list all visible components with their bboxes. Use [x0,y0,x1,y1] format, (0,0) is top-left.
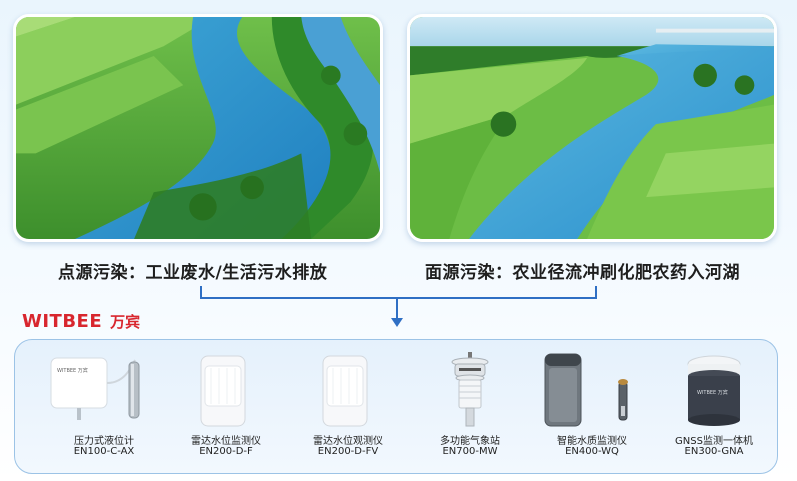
product-card[interactable]: WITBEE 万宾 GNSS监测一体机 EN300-GNA [649,340,779,475]
radar-level-observer-image [322,355,368,427]
farmland-river-image [410,17,774,239]
product-name: 雷达水位监测仪 [191,436,261,447]
gnss-monitor-image: WITBEE 万宾 [687,355,741,426]
down-arrow-icon [391,318,403,327]
product-name: GNSS监测一体机 [675,436,753,447]
product-name: 智能水质监测仪 [557,436,627,447]
nonpoint-source-photo [407,14,777,242]
product-card[interactable]: 雷达水位观测仪 EN200-D-FV [283,340,413,475]
product-model: EN200-D-FV [317,446,379,457]
nonpoint-source-caption: 面源污染：农业径流冲刷化肥农药入河湖 [425,263,740,283]
radar-level-monitor-image [200,355,246,427]
brand-logo: WITBEE 万宾 [22,311,140,332]
weather-station-image [451,352,489,427]
brand-name-cn: 万宾 [110,313,141,331]
product-model: EN300-GNA [684,446,744,457]
product-card[interactable]: 智能水质监测仪 EN400-WQ [527,340,657,475]
river-landscape-image [16,17,380,239]
product-card[interactable]: WITBEE 万宾 压力式液位计 EN100-C-AX [39,340,169,475]
product-model: EN200-D-F [199,446,253,457]
pressure-level-gauge-image: WITBEE 万宾 [50,357,140,420]
water-quality-monitor-image [544,353,628,427]
product-card[interactable]: 雷达水位监测仪 EN200-D-F [161,340,291,475]
product-model: EN700-MW [442,446,498,457]
point-source-caption: 点源污染：工业废水/生活污水排放 [58,263,328,283]
product-name: 雷达水位观测仪 [313,436,383,447]
product-model: EN100-C-AX [73,446,135,457]
product-name: 多功能气象站 [440,436,500,447]
product-name: 压力式液位计 [74,436,134,447]
product-card[interactable]: 多功能气象站 EN700-MW [405,340,535,475]
brand-name-en: WITBEE [22,311,103,332]
product-panel: WITBEE 万宾 压力式液位计 EN100-C-AX 雷达水位监测仪 EN20… [14,339,778,474]
product-model: EN400-WQ [565,446,619,457]
point-source-photo [13,14,383,242]
svg-text:WITBEE 万宾: WITBEE 万宾 [697,389,728,396]
svg-text:WITBEE 万宾: WITBEE 万宾 [57,367,88,374]
